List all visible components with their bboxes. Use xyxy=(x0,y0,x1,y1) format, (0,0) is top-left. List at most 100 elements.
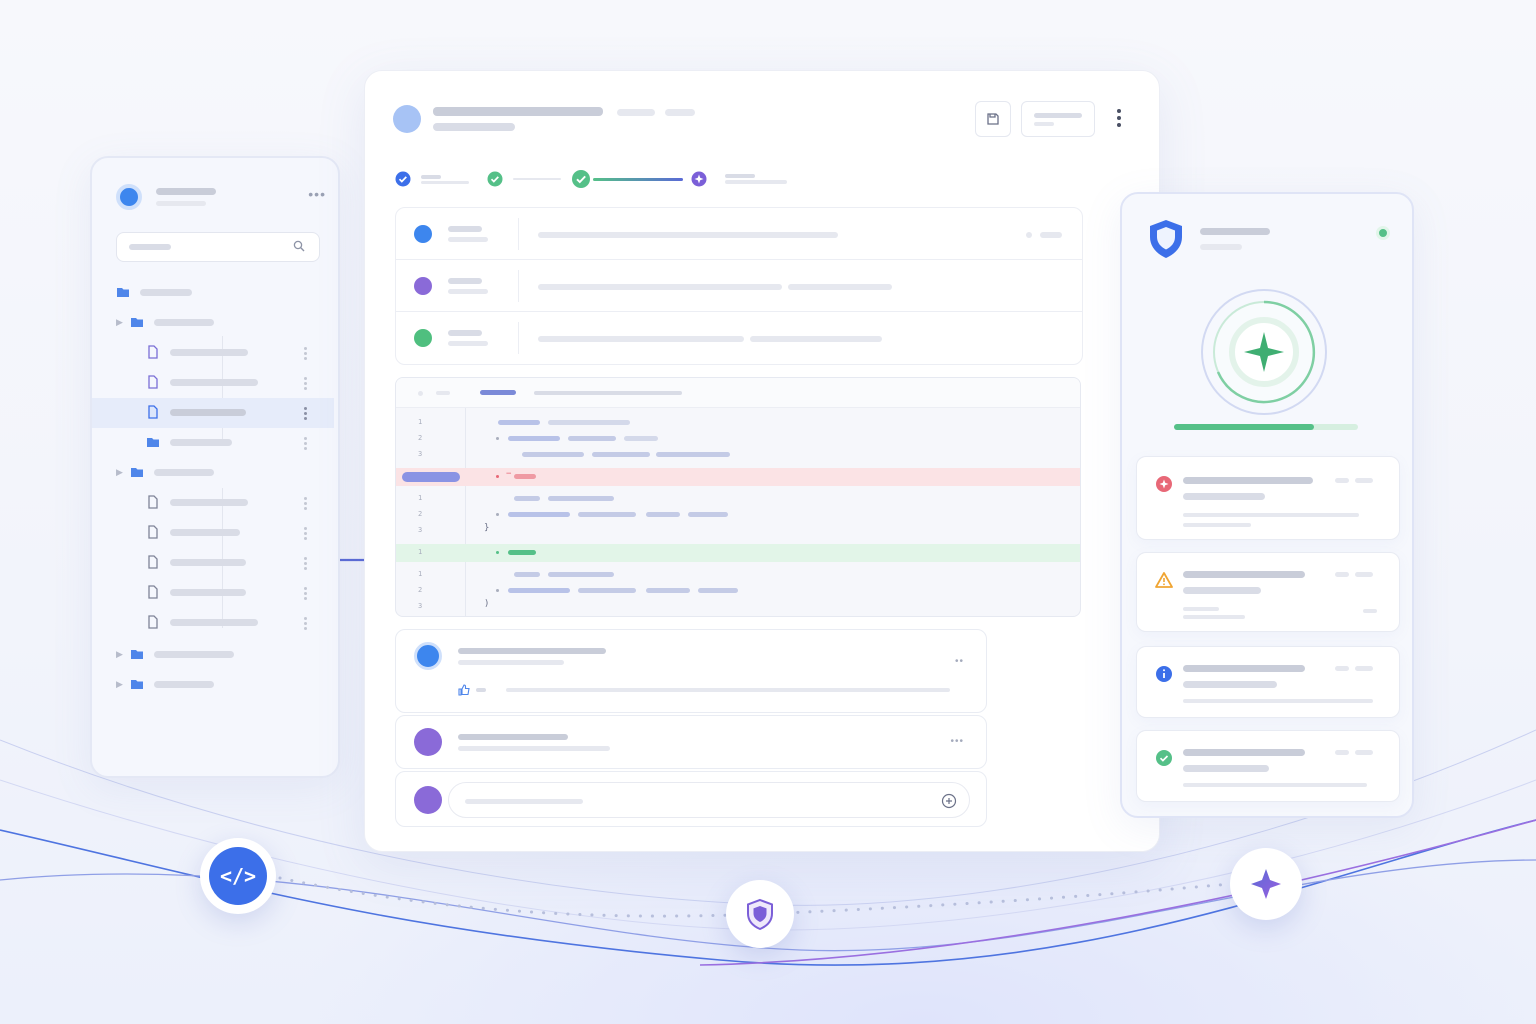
step-current-icon[interactable] xyxy=(691,171,707,187)
code-diff-view[interactable]: 1 2 3 − 1 2 3} 1 1 2 3) xyxy=(395,377,1081,617)
ai-badge[interactable] xyxy=(1230,848,1302,920)
tree-folder[interactable] xyxy=(92,428,334,458)
search-icon[interactable] xyxy=(293,240,305,252)
thumbs-up-icon[interactable] xyxy=(458,684,470,696)
code-badge[interactable]: </> xyxy=(200,838,276,914)
security-status-panel xyxy=(1120,192,1414,818)
folder-name xyxy=(154,469,214,476)
file-icon xyxy=(148,615,158,629)
step-complete-icon[interactable] xyxy=(487,171,503,187)
tree-file[interactable] xyxy=(92,518,334,548)
progress-stepper xyxy=(395,169,815,191)
tree-file-selected[interactable] xyxy=(92,398,334,428)
list-item[interactable] xyxy=(396,312,1082,364)
search-placeholder xyxy=(129,244,171,250)
step-complete-icon[interactable] xyxy=(571,169,591,189)
avatar[interactable] xyxy=(414,642,442,670)
folder-icon xyxy=(131,468,143,477)
kebab-icon[interactable] xyxy=(304,617,308,631)
more-options-icon[interactable]: ••• xyxy=(308,186,326,202)
shield-icon xyxy=(1150,220,1182,258)
tree-file[interactable] xyxy=(92,488,334,518)
kebab-icon[interactable] xyxy=(304,407,308,421)
shield-icon xyxy=(747,898,773,930)
code-tab-active[interactable] xyxy=(480,390,516,395)
file-name xyxy=(170,409,246,416)
file-icon xyxy=(148,375,158,389)
more-options-icon[interactable]: •• xyxy=(954,656,964,667)
warning-icon xyxy=(1155,572,1173,588)
tree-folder[interactable]: ▶ xyxy=(92,458,334,488)
diff-line-added[interactable]: 1 xyxy=(396,544,1080,562)
step-complete-icon[interactable] xyxy=(395,171,411,187)
kebab-icon[interactable] xyxy=(304,377,308,391)
step-connector xyxy=(593,178,683,181)
tree-folder[interactable]: ▶ xyxy=(92,640,334,670)
workspace-avatar[interactable] xyxy=(116,184,142,210)
status-indicator xyxy=(1376,226,1390,240)
avatar[interactable] xyxy=(414,728,442,756)
kebab-icon[interactable] xyxy=(304,497,308,511)
tree-file[interactable] xyxy=(92,338,334,368)
file-name xyxy=(170,379,258,386)
tree-folder[interactable]: ▶ xyxy=(92,670,334,700)
chevron-right-icon[interactable]: ▶ xyxy=(116,649,123,659)
chevron-right-icon[interactable]: ▶ xyxy=(116,679,123,689)
sparkle-icon xyxy=(1251,869,1281,899)
tree-folder-root[interactable] xyxy=(92,278,334,308)
folder-icon xyxy=(117,288,129,297)
project-avatar[interactable] xyxy=(393,105,421,133)
file-name xyxy=(170,349,248,356)
tree-file[interactable] xyxy=(92,578,334,608)
file-icon xyxy=(148,345,158,359)
more-options-icon[interactable]: ••• xyxy=(950,736,964,747)
scan-progress-bar xyxy=(1174,424,1358,430)
folder-icon xyxy=(131,318,143,327)
tree-file[interactable] xyxy=(92,608,334,638)
kebab-icon[interactable] xyxy=(304,527,308,541)
avatar xyxy=(414,786,442,814)
chevron-right-icon[interactable]: ▶ xyxy=(116,467,123,477)
tree-guide-line xyxy=(222,488,223,628)
file-name xyxy=(170,529,240,536)
save-button[interactable] xyxy=(975,101,1011,137)
search-input[interactable] xyxy=(116,232,320,262)
workspace-name xyxy=(156,188,216,195)
folder-name xyxy=(154,651,234,658)
action-button[interactable] xyxy=(1021,101,1095,137)
folder-icon xyxy=(131,650,143,659)
security-badge[interactable] xyxy=(726,880,794,948)
file-explorer-panel: ••• ▶ xyxy=(90,156,340,778)
kebab-icon[interactable] xyxy=(304,557,308,571)
tree-file[interactable] xyxy=(92,368,334,398)
kebab-icon[interactable] xyxy=(304,437,308,451)
tree-file[interactable] xyxy=(92,548,334,578)
finding-card-info[interactable] xyxy=(1136,646,1400,718)
status-dot xyxy=(414,329,432,347)
kebab-icon[interactable] xyxy=(304,587,308,601)
kebab-icon[interactable] xyxy=(304,347,308,361)
finding-card-success[interactable] xyxy=(1136,730,1400,802)
reply-input[interactable] xyxy=(448,782,970,818)
comment-card[interactable]: ••• xyxy=(395,715,987,769)
code-icon: </> xyxy=(209,847,267,905)
tree-guide-line xyxy=(222,336,223,446)
folder-icon xyxy=(131,680,143,689)
info-icon xyxy=(1156,666,1172,682)
file-icon xyxy=(148,525,158,539)
tree-folder[interactable]: ▶ xyxy=(92,308,334,338)
kebab-icon[interactable] xyxy=(1117,109,1121,131)
finding-card-warning[interactable] xyxy=(1136,552,1400,632)
list-item[interactable] xyxy=(396,208,1082,260)
diff-line-removed[interactable]: − xyxy=(396,468,1080,486)
reply-composer xyxy=(395,771,987,827)
folder-name xyxy=(154,319,214,326)
chevron-right-icon[interactable]: ▶ xyxy=(116,317,123,327)
file-icon xyxy=(148,405,158,419)
finding-card-error[interactable] xyxy=(1136,456,1400,540)
file-name xyxy=(170,559,246,566)
file-icon xyxy=(148,495,158,509)
comment-card[interactable]: •• xyxy=(395,629,987,713)
add-icon[interactable] xyxy=(941,793,957,809)
list-item[interactable] xyxy=(396,260,1082,312)
